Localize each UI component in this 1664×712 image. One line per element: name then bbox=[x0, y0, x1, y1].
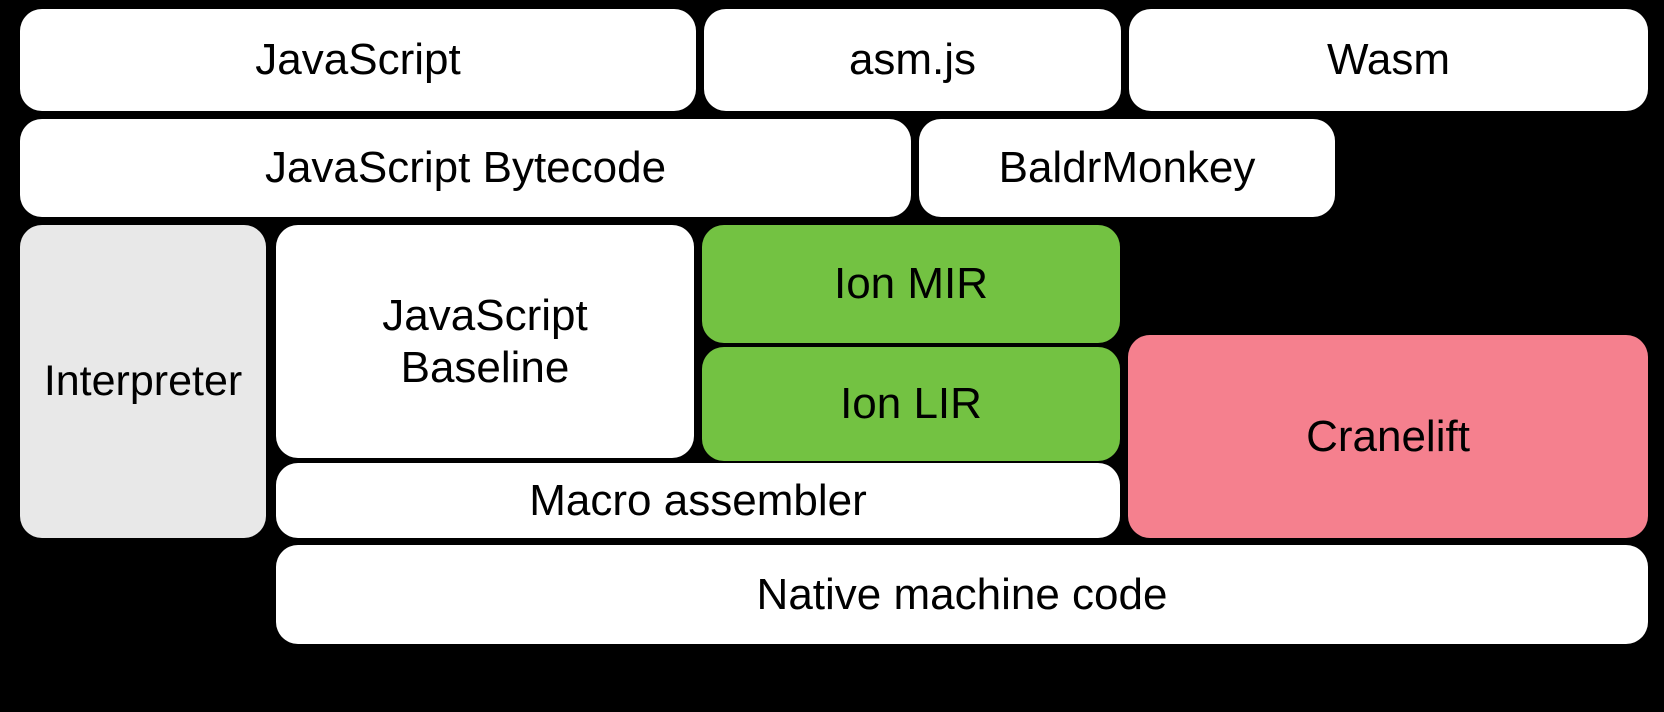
node-javascript-baseline: JavaScript Baseline bbox=[276, 225, 694, 458]
node-cranelift: Cranelift bbox=[1128, 335, 1648, 538]
node-ion-mir: Ion MIR bbox=[702, 225, 1120, 343]
node-wasm: Wasm bbox=[1129, 9, 1648, 111]
node-native-machine-code: Native machine code bbox=[276, 545, 1648, 644]
node-asm-js: asm.js bbox=[704, 9, 1121, 111]
node-javascript-bytecode: JavaScript Bytecode bbox=[20, 119, 911, 217]
node-macro-assembler: Macro assembler bbox=[276, 463, 1120, 538]
node-interpreter: Interpreter bbox=[20, 225, 266, 538]
node-javascript: JavaScript bbox=[20, 9, 696, 111]
node-baldrmonkey: BaldrMonkey bbox=[919, 119, 1335, 217]
node-ion-lir: Ion LIR bbox=[702, 347, 1120, 461]
